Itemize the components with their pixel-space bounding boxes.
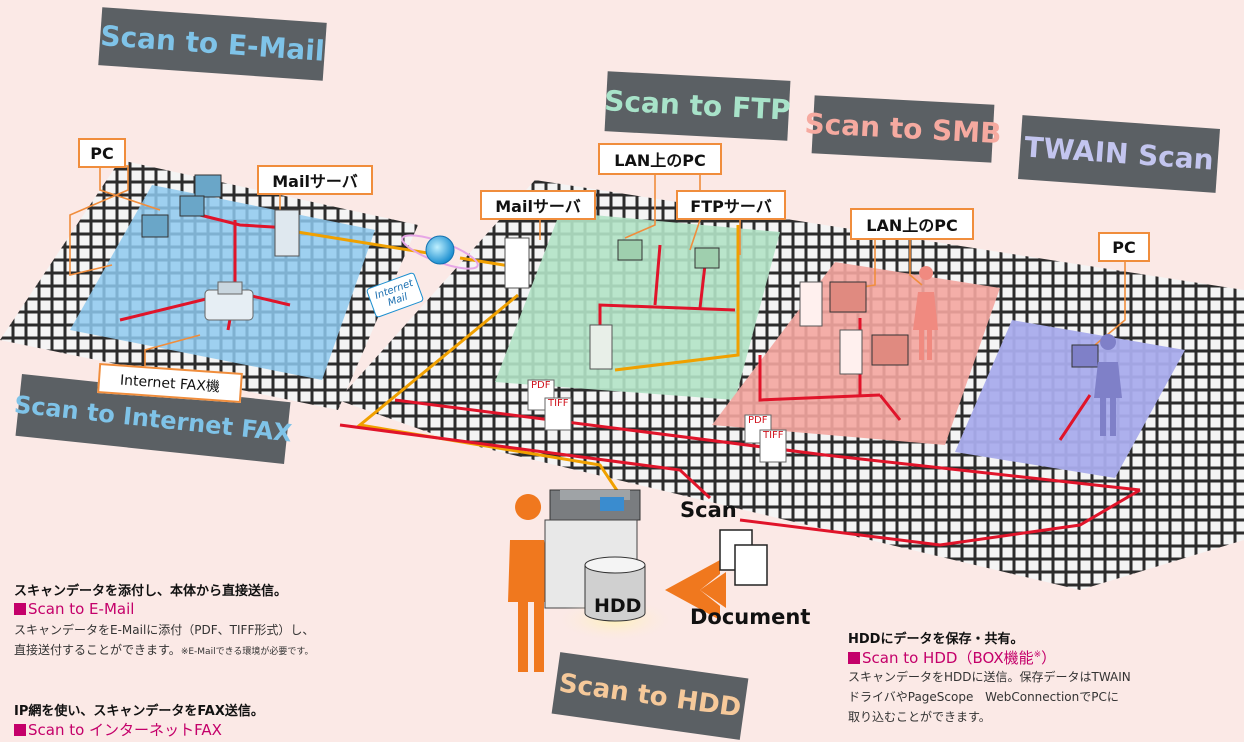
hdd-body-line1: スキャンデータをHDDに送信。保存データはTWAIN (848, 670, 1131, 684)
computer-icons (141, 174, 1099, 368)
square-bullet-icon (14, 603, 26, 615)
label-pc-right: PC (1098, 232, 1150, 262)
document-stack-icon (719, 529, 768, 586)
label-mail-server-center: Mailサーバ (480, 190, 596, 220)
document-word: Document (690, 605, 811, 629)
email-title-text: Scan to E-Mail (28, 600, 135, 618)
tiff-tag-smb: TIFF (763, 430, 784, 441)
hdd-heading: HDDにデータを保存・共有。 (848, 632, 1024, 647)
email-body: スキャンデータをE-Mailに添付（PDF、TIFF形式）し、 直接送付すること… (14, 620, 314, 662)
email-body-line2: 直接送付することができます。※E-Mailできる環境が必要です。 (14, 640, 314, 662)
hdd-icon (584, 556, 646, 622)
label-mail-server-left: Mailサーバ (257, 165, 373, 195)
banner-twain-scan: TWAIN Scan (1018, 115, 1220, 193)
square-bullet-icon (14, 724, 26, 736)
label-lan-pc-smb: LAN上のPC (850, 208, 974, 240)
server-icons (274, 209, 863, 375)
pdf-tag-smb: PDF (748, 415, 768, 426)
hdd-title: Scan to HDD（BOX機能※） (848, 647, 1056, 668)
banner-scan-to-ftp: Scan to FTP (604, 71, 791, 141)
banner-scan-to-smb: Scan to SMB (804, 95, 1002, 163)
hdd-title-mark: ※ (1033, 650, 1042, 660)
ifax-title: Scan to インターネットFAX (14, 719, 222, 740)
email-body-line2-text: 直接送付することができます。 (14, 643, 181, 657)
twain-zone (955, 320, 1185, 478)
hdd-body-line3: 取り込むことができます。 (848, 710, 991, 724)
internet-globe-icon (401, 234, 479, 270)
email-title: Scan to E-Mail (14, 600, 134, 618)
label-pc-left: PC (78, 138, 126, 168)
internet-mail-tag (366, 272, 424, 318)
hdd-title-end: ） (1041, 649, 1057, 667)
label-lan-pc-ftp: LAN上のPC (598, 143, 722, 175)
square-bullet-icon (848, 652, 860, 664)
hdd-body: スキャンデータをHDDに送信。保存データはTWAIN ドライバやPageScop… (848, 667, 1131, 727)
hdd-label: HDD (594, 595, 642, 617)
person-icons (508, 266, 1122, 672)
email-body-line1: スキャンデータをE-Mailに添付（PDF、TIFF形式）し、 (14, 623, 315, 637)
fax-machine-icon (204, 281, 254, 321)
arrow-left-icon (665, 560, 726, 620)
scan-word: Scan (680, 498, 737, 522)
ifax-title-text: Scan to インターネットFAX (28, 721, 222, 739)
file-icons (527, 379, 787, 463)
label-ftp-server: FTPサーバ (676, 190, 786, 220)
email-note: ※E-Mailできる環境が必要です。 (180, 647, 314, 657)
pdf-tag-ftp: PDF (531, 380, 551, 391)
tiff-tag-ftp: TIFF (548, 398, 569, 409)
ifax-heading: IP網を使い、スキャンデータをFAX送信。 (14, 704, 264, 719)
email-heading: スキャンデータを添付し、本体から直接送信。 (14, 584, 288, 599)
hdd-title-text: Scan to HDD（BOX機能 (862, 649, 1034, 667)
hdd-body-line2: ドライバやPageScope WebConnectionでPCに (848, 690, 1119, 704)
